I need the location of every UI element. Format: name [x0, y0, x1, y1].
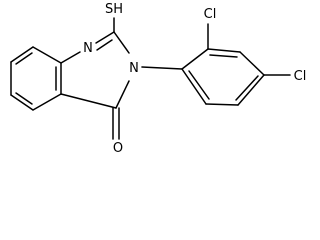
bond-c8a-n1 [60, 51, 81, 64]
bond-n1-c2-inner [96, 39, 113, 51]
atom-label-n1: N [83, 41, 93, 56]
molecule-structure: SH N N O Cl Cl [10, 2, 306, 155]
bond-c4p-c5p [237, 74, 265, 106]
bond-c7-c8 [10, 46, 34, 63]
bond-c4-c4a [60, 93, 117, 109]
atom-label-sh: SH [105, 2, 123, 17]
bond-c2p-c3p [207, 48, 241, 53]
bond-c4a-c5 [32, 93, 62, 111]
bond-c3p-c4p [239, 51, 265, 76]
bond-c6p-c1p [181, 68, 207, 105]
bond-c5-c6 [10, 94, 34, 111]
bond-c4p-c5p-inner [235, 75, 259, 101]
bond-c1p-c2p [181, 48, 209, 70]
bond-c5p-c6p [205, 103, 239, 106]
atom-label-cl2: Cl [204, 7, 217, 22]
bond-n3-c4 [115, 80, 130, 109]
atom-label-o: O [113, 141, 123, 155]
bond-c8-c8a [32, 46, 62, 64]
bond-c6p-c1p-inner [188, 70, 210, 100]
atom-label-n3: N [129, 61, 139, 76]
bond-c7-c8-inner [15, 52, 33, 65]
bond-n1-c2 [95, 31, 115, 44]
atom-label-cl4: Cl [294, 69, 307, 84]
bond-n3-c1p [141, 66, 183, 70]
bond-c5-c6-inner [15, 92, 33, 105]
atom-labels: SH N N O Cl Cl [83, 2, 306, 155]
bond-c2p-c3p-inner [209, 54, 238, 58]
bond-c2-n3 [113, 31, 130, 54]
bonds [10, 17, 291, 140]
